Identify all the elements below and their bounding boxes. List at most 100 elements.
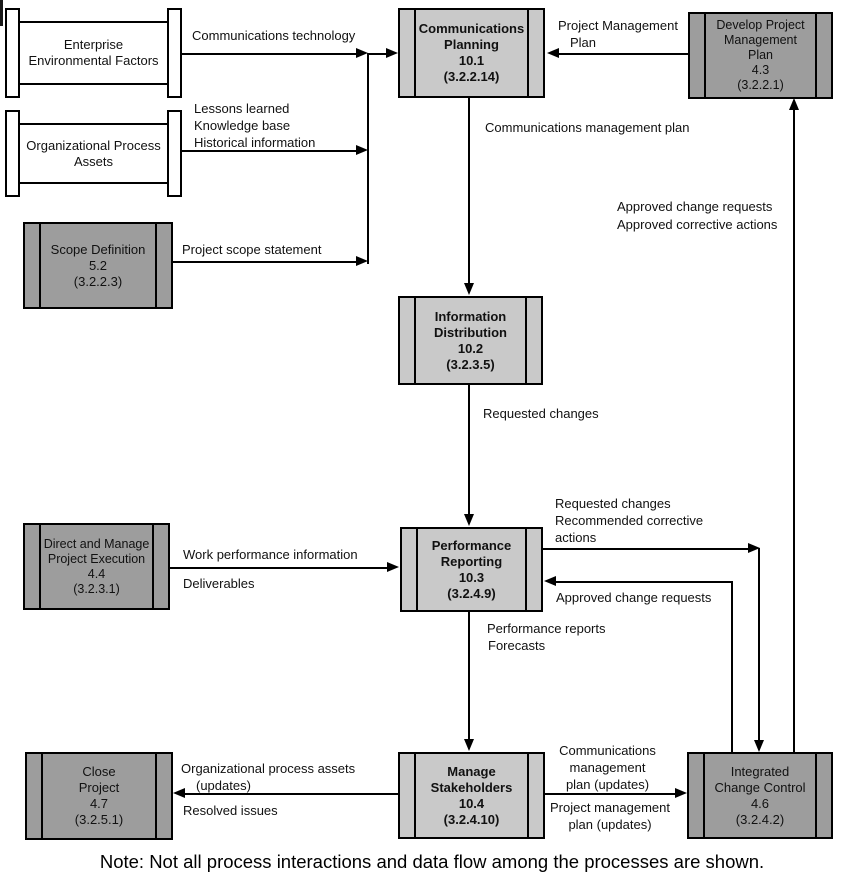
flow-label-project-mgmt-plan-updates: Project management plan (updates) [545, 799, 675, 833]
box-side-bar [525, 298, 527, 383]
flow-line-cp-to-id [468, 98, 470, 284]
flow-line-dpmp-to-cp [559, 53, 688, 55]
page-edge-artifact [0, 0, 3, 26]
box-side-bar [39, 224, 41, 307]
box-label-line: Integrated [730, 763, 790, 779]
box-side-bar [152, 525, 154, 608]
flow-label-deliverables: Deliverables [183, 576, 255, 591]
flow-label-actions: actions [555, 530, 597, 545]
box-label-line: 4.7 [89, 796, 109, 811]
box-label-line: Manage [447, 763, 496, 779]
process-box-close-project: Close Project 4.7 (3.2.5.1) [25, 752, 173, 840]
arrowhead [544, 576, 556, 586]
box-label-line: Management [724, 33, 797, 47]
input-box-enterprise-environmental-factors: Enterprise Environmental Factors [5, 8, 182, 98]
flow-line-pr-to-icc-h [543, 548, 749, 550]
box-label-line: 4.4 [87, 566, 106, 581]
flow-label-forecasts: Forecasts [488, 638, 546, 653]
box-label-line: Close [82, 764, 116, 779]
box-side-bar [155, 754, 157, 838]
box-label-line: 4.6 [750, 795, 770, 811]
arrowhead [387, 562, 399, 572]
input-box-organizational-process-assets: Organizational Process Assets [5, 110, 182, 197]
arrowhead [173, 788, 185, 798]
box-label-line: 4.3 [751, 63, 770, 77]
box-label-line: Plan [747, 48, 774, 62]
flow-label-line: Communications [559, 743, 656, 758]
box-label-line: (3.2.4.2) [735, 811, 785, 827]
ibeam-bar [5, 8, 20, 98]
arrowhead [754, 740, 764, 752]
flow-label-approved-change-requests-pr: Approved change requests [556, 590, 712, 605]
box-label-line: 10.1 [458, 53, 485, 68]
box-label-line: Scope Definition [50, 241, 146, 257]
flow-line-eef-out [182, 53, 357, 55]
flow-label-historical-information: Historical information [194, 135, 316, 150]
flow-line-pr-to-icc-v [758, 548, 760, 740]
flow-label-project-management-plan-2: Plan [570, 35, 597, 50]
flow-line-ms-to-icc [545, 793, 676, 795]
input-box-body: Organizational Process Assets [18, 123, 169, 184]
flow-label-work-performance-information: Work performance information [183, 547, 358, 562]
box-side-bar [704, 14, 706, 97]
box-side-bar [527, 754, 529, 837]
arrowhead [464, 739, 474, 751]
box-label: Manage Stakeholders 10.4 (3.2.4.10) [431, 764, 513, 828]
box-label-line: Assets [73, 153, 113, 169]
arrowhead [675, 788, 687, 798]
box-label: Develop Project Management Plan 4.3 (3.2… [716, 18, 804, 93]
box-side-bar [703, 754, 705, 837]
flow-label-lessons-learned: Lessons learned [194, 101, 290, 116]
box-side-bar [815, 754, 817, 837]
arrowhead [386, 48, 398, 58]
box-label: Integrated Change Control 4.6 (3.2.4.2) [714, 764, 805, 828]
box-label-line: (3.2.4.9) [447, 585, 496, 601]
flow-line-dmpe-to-pr [170, 567, 388, 569]
box-label-line: (3.2.5.1) [74, 812, 124, 827]
arrowhead [547, 48, 559, 58]
box-label-line: Environmental Factors [28, 53, 159, 68]
box-label-line: Distribution [434, 324, 507, 340]
flow-label-line: Project management [550, 800, 670, 815]
flow-line-id-to-pr [468, 385, 470, 515]
box-side-bar [527, 10, 529, 96]
flow-line-opa-out [182, 150, 357, 152]
flow-line-ms-to-close [185, 793, 398, 795]
flow-label-line: plan (updates) [568, 817, 652, 832]
box-label-line: Change Control [714, 779, 806, 795]
flow-label-line: management [569, 760, 646, 775]
arrowhead [464, 283, 474, 295]
box-label-line: Direct and Manage [43, 536, 150, 551]
box-label-line: Enterprise [63, 37, 124, 52]
arrowhead [748, 543, 760, 553]
diagram-note: Note: Not all process interactions and d… [99, 851, 765, 872]
box-label-line: (3.2.2.14) [443, 69, 500, 84]
box-label-line: (3.2.3.5) [446, 356, 495, 372]
box-label-line: Planning [444, 37, 499, 52]
box-label-line: 10.4 [458, 795, 485, 811]
process-box-develop-project-management-plan: Develop Project Management Plan 4.3 (3.2… [688, 12, 833, 99]
flow-label-project-scope-statement: Project scope statement [182, 242, 322, 257]
flow-line-junction-to-cp [367, 53, 387, 55]
box-label-line: (3.2.2.1) [737, 78, 784, 92]
ibeam-bar [167, 8, 182, 98]
box-label-line: Project [78, 780, 120, 795]
flow-label-requested-changes-2: Requested changes [555, 496, 671, 511]
flow-label-project-management-plan-1: Project Management [558, 18, 678, 33]
box-label-line: Communications [418, 21, 525, 36]
box-label-line: (3.2.2.3) [73, 273, 123, 289]
process-box-scope-definition: Scope Definition 5.2 (3.2.2.3) [23, 222, 173, 309]
flow-line-pr-to-ms [468, 612, 470, 740]
box-label: Scope Definition 5.2 (3.2.2.3) [51, 242, 146, 290]
flow-label-organizational-process-assets: Organizational process assets [181, 761, 356, 776]
box-label-line: Information [434, 308, 507, 324]
box-side-bar [414, 10, 416, 96]
flow-label-performance-reports: Performance reports [487, 621, 606, 636]
flow-label-knowledge-base: Knowledge base [194, 118, 291, 133]
box-label-line: 10.2 [457, 340, 484, 356]
box-label: Communications Planning 10.1 (3.2.2.14) [419, 21, 524, 85]
box-label-line: 10.3 [458, 569, 485, 585]
arrowhead [356, 48, 368, 58]
flow-label-approved-change-requests-right: Approved change requests [617, 199, 773, 214]
